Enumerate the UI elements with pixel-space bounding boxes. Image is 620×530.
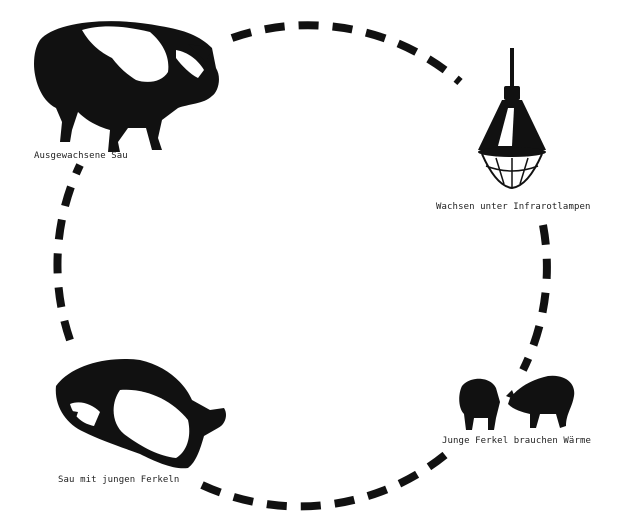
label-heat-lamp: Wachsen unter Infrarotlampen [436, 202, 591, 212]
label-adult-sow: Ausgewachsene Sau [34, 151, 128, 161]
label-piglets: Junge Ferkel brauchen Wärme [442, 436, 591, 446]
sow-nursing-icon [55, 359, 226, 469]
cycle-arc-top [230, 21, 463, 86]
cycle-arc-bottom [200, 451, 448, 511]
adult-pig-icon [34, 21, 219, 152]
infrared-lamp-icon [478, 48, 546, 190]
cycle-arc-left [53, 163, 84, 342]
label-sow-with-piglets: Sau mit jungen Ferkeln [58, 475, 180, 485]
cycle-arc-right [519, 224, 551, 372]
cycle-ring [53, 21, 551, 511]
piglets-icon [459, 375, 575, 430]
